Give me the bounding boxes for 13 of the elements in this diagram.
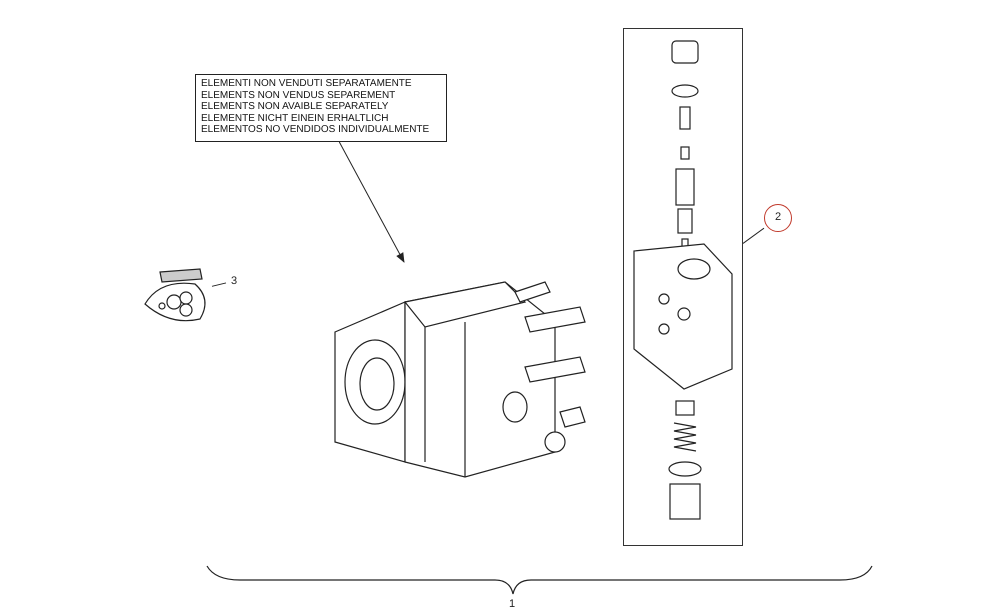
note-line: ELEMENTOS NO VENDIDOS INDIVIDUALMENTE [201,124,430,136]
leader-arrow [338,142,404,263]
note-line: ELEMENTS NON AVAIBLE SEPARATELY [201,101,390,112]
callout-number: 2 [774,210,782,225]
leader-line [212,282,226,287]
note-box [195,74,447,142]
callout-circle [764,204,792,232]
note-line: ELEMENTE NICHT EINEIN ERHALTLICH [201,112,390,124]
note-line: ELEMENTS NON VENDUS SEPAREMENT [201,90,396,101]
note-line: ELEMENTI NON VENDUTI SEPARATAMENTE [201,78,413,90]
leader-line [742,228,764,244]
callout-number: 3 [226,272,242,290]
callout-number: 1 [509,598,516,610]
